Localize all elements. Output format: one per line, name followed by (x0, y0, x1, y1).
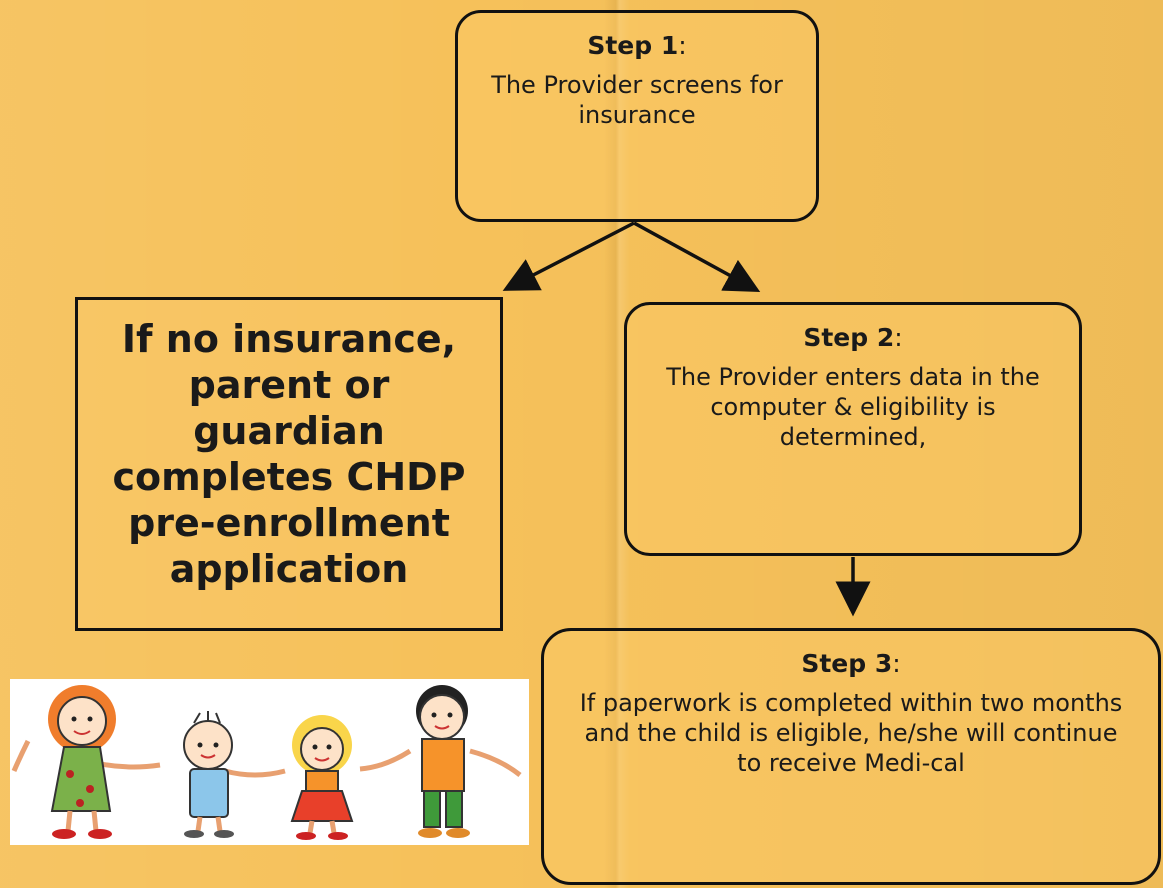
step1-title: Step 1 (587, 31, 679, 60)
step2-text: The Provider enters data in the computer… (666, 363, 1040, 451)
no-insurance-text: If no insurance, parent or guardian comp… (112, 317, 466, 591)
no-insurance-box: If no insurance, parent or guardian comp… (75, 297, 503, 631)
step3-colon: : (892, 649, 901, 678)
step2-title: Step 2 (803, 323, 895, 352)
step3-title: Step 3 (801, 649, 893, 678)
arrow-step1-to-step2 (633, 221, 761, 293)
step3-box: Step 3: If paperwork is completed within… (541, 628, 1161, 885)
step3-text: If paperwork is completed within two mon… (579, 689, 1123, 777)
step2-title-line: Step 2: (627, 323, 1079, 352)
step2-box: Step 2: The Provider enters data in the … (624, 302, 1082, 556)
step1-title-line: Step 1: (458, 31, 816, 60)
step1-colon: : (678, 31, 687, 60)
girl-orange-hair-figure (48, 685, 116, 839)
boy-orange-shirt-figure (416, 685, 470, 838)
step1-text: The Provider screens for insurance (491, 71, 783, 129)
step2-colon: : (894, 323, 903, 352)
arrow-step1-to-noinsurance (502, 221, 635, 291)
children-holding-hands-image (11, 685, 522, 840)
children-illustration (10, 679, 529, 845)
boy-blue-overalls-figure (183, 711, 234, 838)
step3-title-line: Step 3: (544, 649, 1158, 678)
girl-yellow-hair-figure (290, 715, 354, 840)
step1-box: Step 1: The Provider screens for insuran… (455, 10, 819, 222)
